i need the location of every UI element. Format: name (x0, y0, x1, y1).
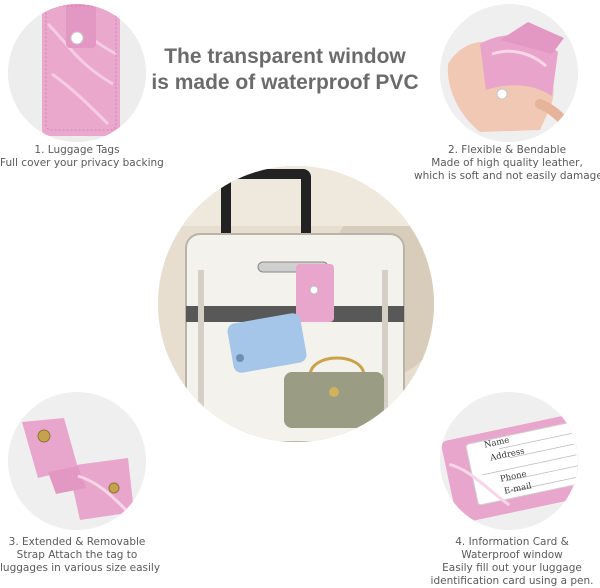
headline-line-1: The transparent window (164, 45, 406, 68)
headline-line-2: is made of waterproof PVC (151, 71, 419, 94)
suitcase-image (158, 166, 434, 442)
feature-caption-1: 1. Luggage Tags Full cover your privacy … (0, 144, 164, 170)
headline: The transparent window is made of waterp… (150, 44, 420, 96)
feature-caption-4: 4. Information Card & Waterproof window … (424, 536, 600, 588)
caption-text: Full cover your privacy backing (0, 157, 164, 169)
caption-text: identification card using a pen. (430, 575, 594, 587)
caption-title: 1. Luggage Tags (34, 144, 120, 156)
caption-title: 3. Extended & Removable (8, 536, 146, 548)
caption-text: Waterproof window (461, 549, 563, 561)
feature-caption-2: 2. Flexible & Bendable Made of high qual… (414, 144, 600, 183)
caption-text: Easily fill out your luggage (442, 562, 582, 574)
strap-image (8, 392, 146, 530)
caption-title: 4. Information Card & (455, 536, 569, 548)
feature-caption-3: 3. Extended & Removable Strap Attach the… (0, 536, 161, 575)
luggage-tag-image (8, 4, 146, 142)
info-card-image: Name Address Phone E-mail (440, 392, 578, 530)
caption-text: luggages in various size easily (0, 562, 161, 574)
caption-text: which is soft and not easily damaged (414, 170, 600, 182)
caption-text: Made of high quality leather, (431, 157, 583, 169)
caption-title: 2. Flexible & Bendable (447, 144, 567, 156)
caption-text: Strap Attach the tag to (16, 549, 138, 561)
flexible-tag-image (440, 4, 578, 142)
